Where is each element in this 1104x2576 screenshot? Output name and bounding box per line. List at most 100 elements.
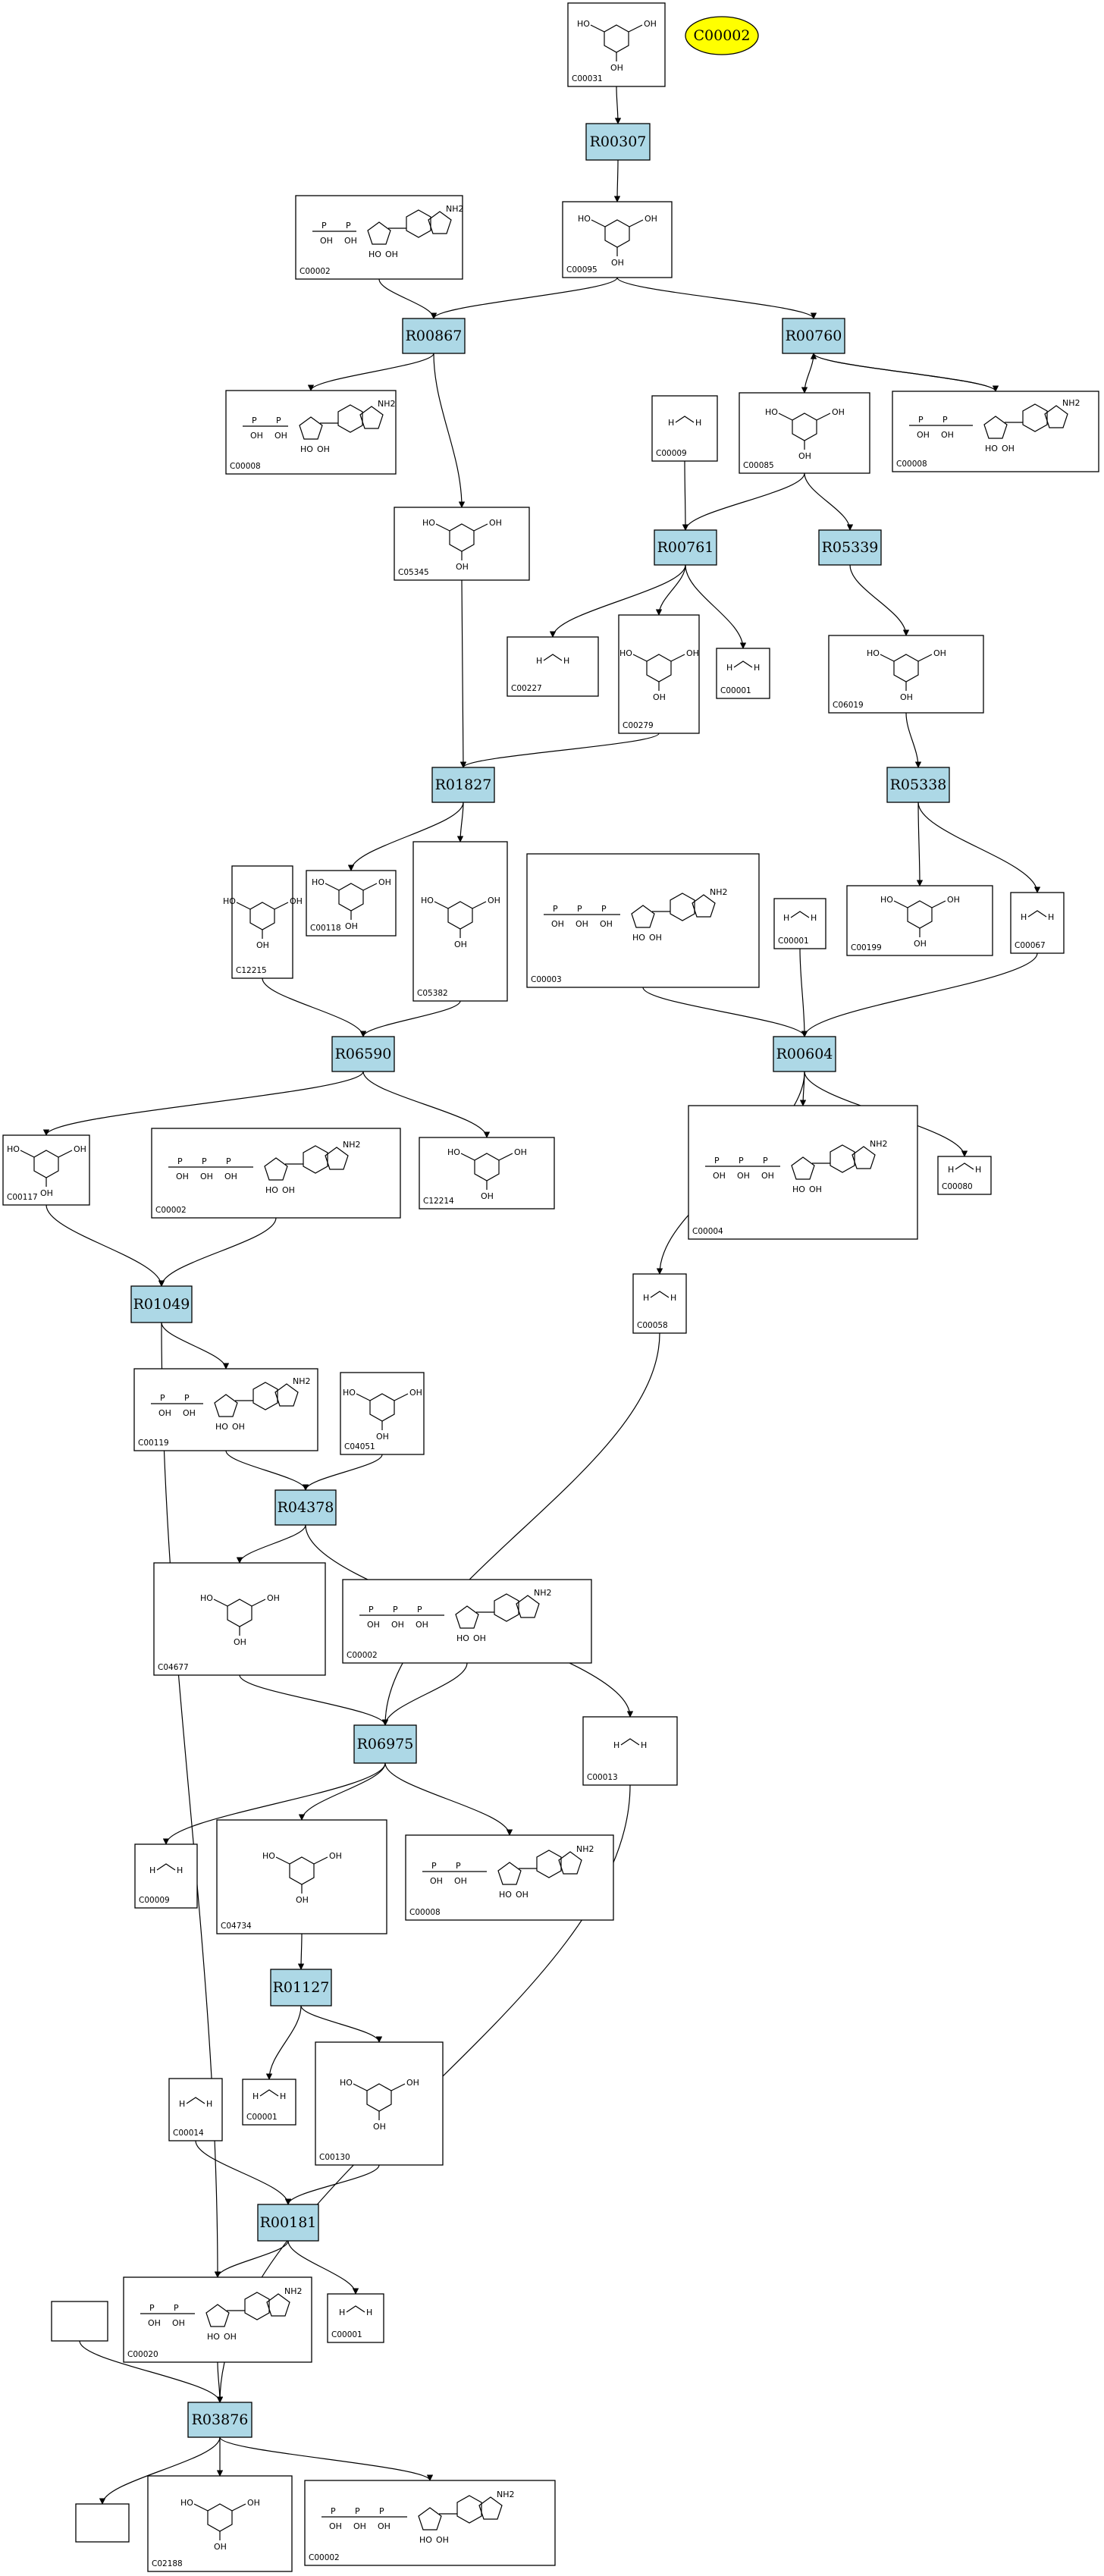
reaction-node[interactable]: R03876 — [187, 2402, 252, 2438]
svg-text:HO: HO — [180, 2498, 193, 2508]
svg-text:HO: HO — [419, 2535, 432, 2545]
reaction-node[interactable]: R01827 — [431, 767, 495, 803]
compound-node[interactable] — [51, 2301, 108, 2342]
compound-node[interactable]: C00002 — [685, 16, 759, 55]
svg-text:P: P — [184, 1393, 190, 1403]
compound-id-label: C00119 — [138, 1439, 169, 1448]
reaction-node[interactable]: R01127 — [270, 1969, 332, 2007]
svg-text:OH: OH — [416, 1620, 428, 1630]
edge-arrow — [616, 277, 817, 319]
svg-text:HO: HO — [632, 933, 645, 943]
svg-text:NH2: NH2 — [534, 1588, 552, 1598]
edge-arrow — [45, 1204, 165, 1287]
compound-box — [225, 390, 397, 475]
svg-text:OH: OH — [224, 2332, 237, 2342]
svg-text:OH: OH — [832, 407, 845, 417]
edge-arrow — [287, 2240, 359, 2295]
edge-arrow — [801, 353, 814, 394]
svg-text:OH: OH — [1002, 444, 1015, 453]
compound-box — [51, 2301, 108, 2342]
compound-box — [151, 1128, 401, 1219]
edge-arrow — [801, 952, 1038, 1037]
svg-text:OH: OH — [329, 1851, 342, 1861]
reaction-node[interactable]: R06590 — [331, 1036, 395, 1072]
svg-text:H: H — [975, 1165, 981, 1175]
compound-box — [562, 201, 673, 278]
reaction-node[interactable]: R05339 — [818, 529, 882, 566]
reaction-box — [130, 1285, 193, 1323]
svg-text:OH: OH — [250, 431, 263, 441]
reaction-node[interactable]: R01049 — [130, 1285, 193, 1323]
edge-arrow — [614, 86, 622, 124]
reaction-node[interactable]: R04378 — [274, 1489, 337, 1526]
svg-text:P: P — [379, 2506, 384, 2516]
reaction-node[interactable]: R00181 — [257, 2204, 319, 2242]
reaction-node[interactable]: R00867 — [402, 318, 466, 354]
edge-arrow — [813, 353, 999, 392]
compound-box — [2, 1134, 90, 1206]
reaction-node[interactable]: R00761 — [654, 529, 717, 566]
svg-text:P: P — [431, 1861, 437, 1871]
svg-text:NH2: NH2 — [710, 887, 728, 897]
compound-id-label: C00118 — [310, 924, 341, 933]
svg-text:H: H — [206, 2099, 212, 2109]
reaction-node[interactable]: R00760 — [782, 318, 845, 354]
reaction-node[interactable]: R05338 — [886, 767, 950, 803]
reaction-node[interactable]: R00307 — [585, 123, 651, 161]
edge-arrow — [99, 2436, 221, 2505]
svg-text:OH: OH — [176, 1172, 189, 1181]
reaction-node[interactable]: R00604 — [773, 1036, 836, 1072]
svg-text:HO: HO — [421, 896, 434, 905]
edge-arrow — [378, 278, 438, 319]
reaction-node[interactable]: R06975 — [353, 1724, 417, 1764]
compound-node[interactable] — [75, 2503, 130, 2543]
reaction-label: R00761 — [657, 539, 714, 556]
reaction-label: R06590 — [335, 1046, 392, 1062]
svg-text:NH2: NH2 — [284, 2286, 303, 2296]
svg-text:OH: OH — [214, 2542, 227, 2552]
compound-id-label: C00003 — [531, 975, 562, 984]
